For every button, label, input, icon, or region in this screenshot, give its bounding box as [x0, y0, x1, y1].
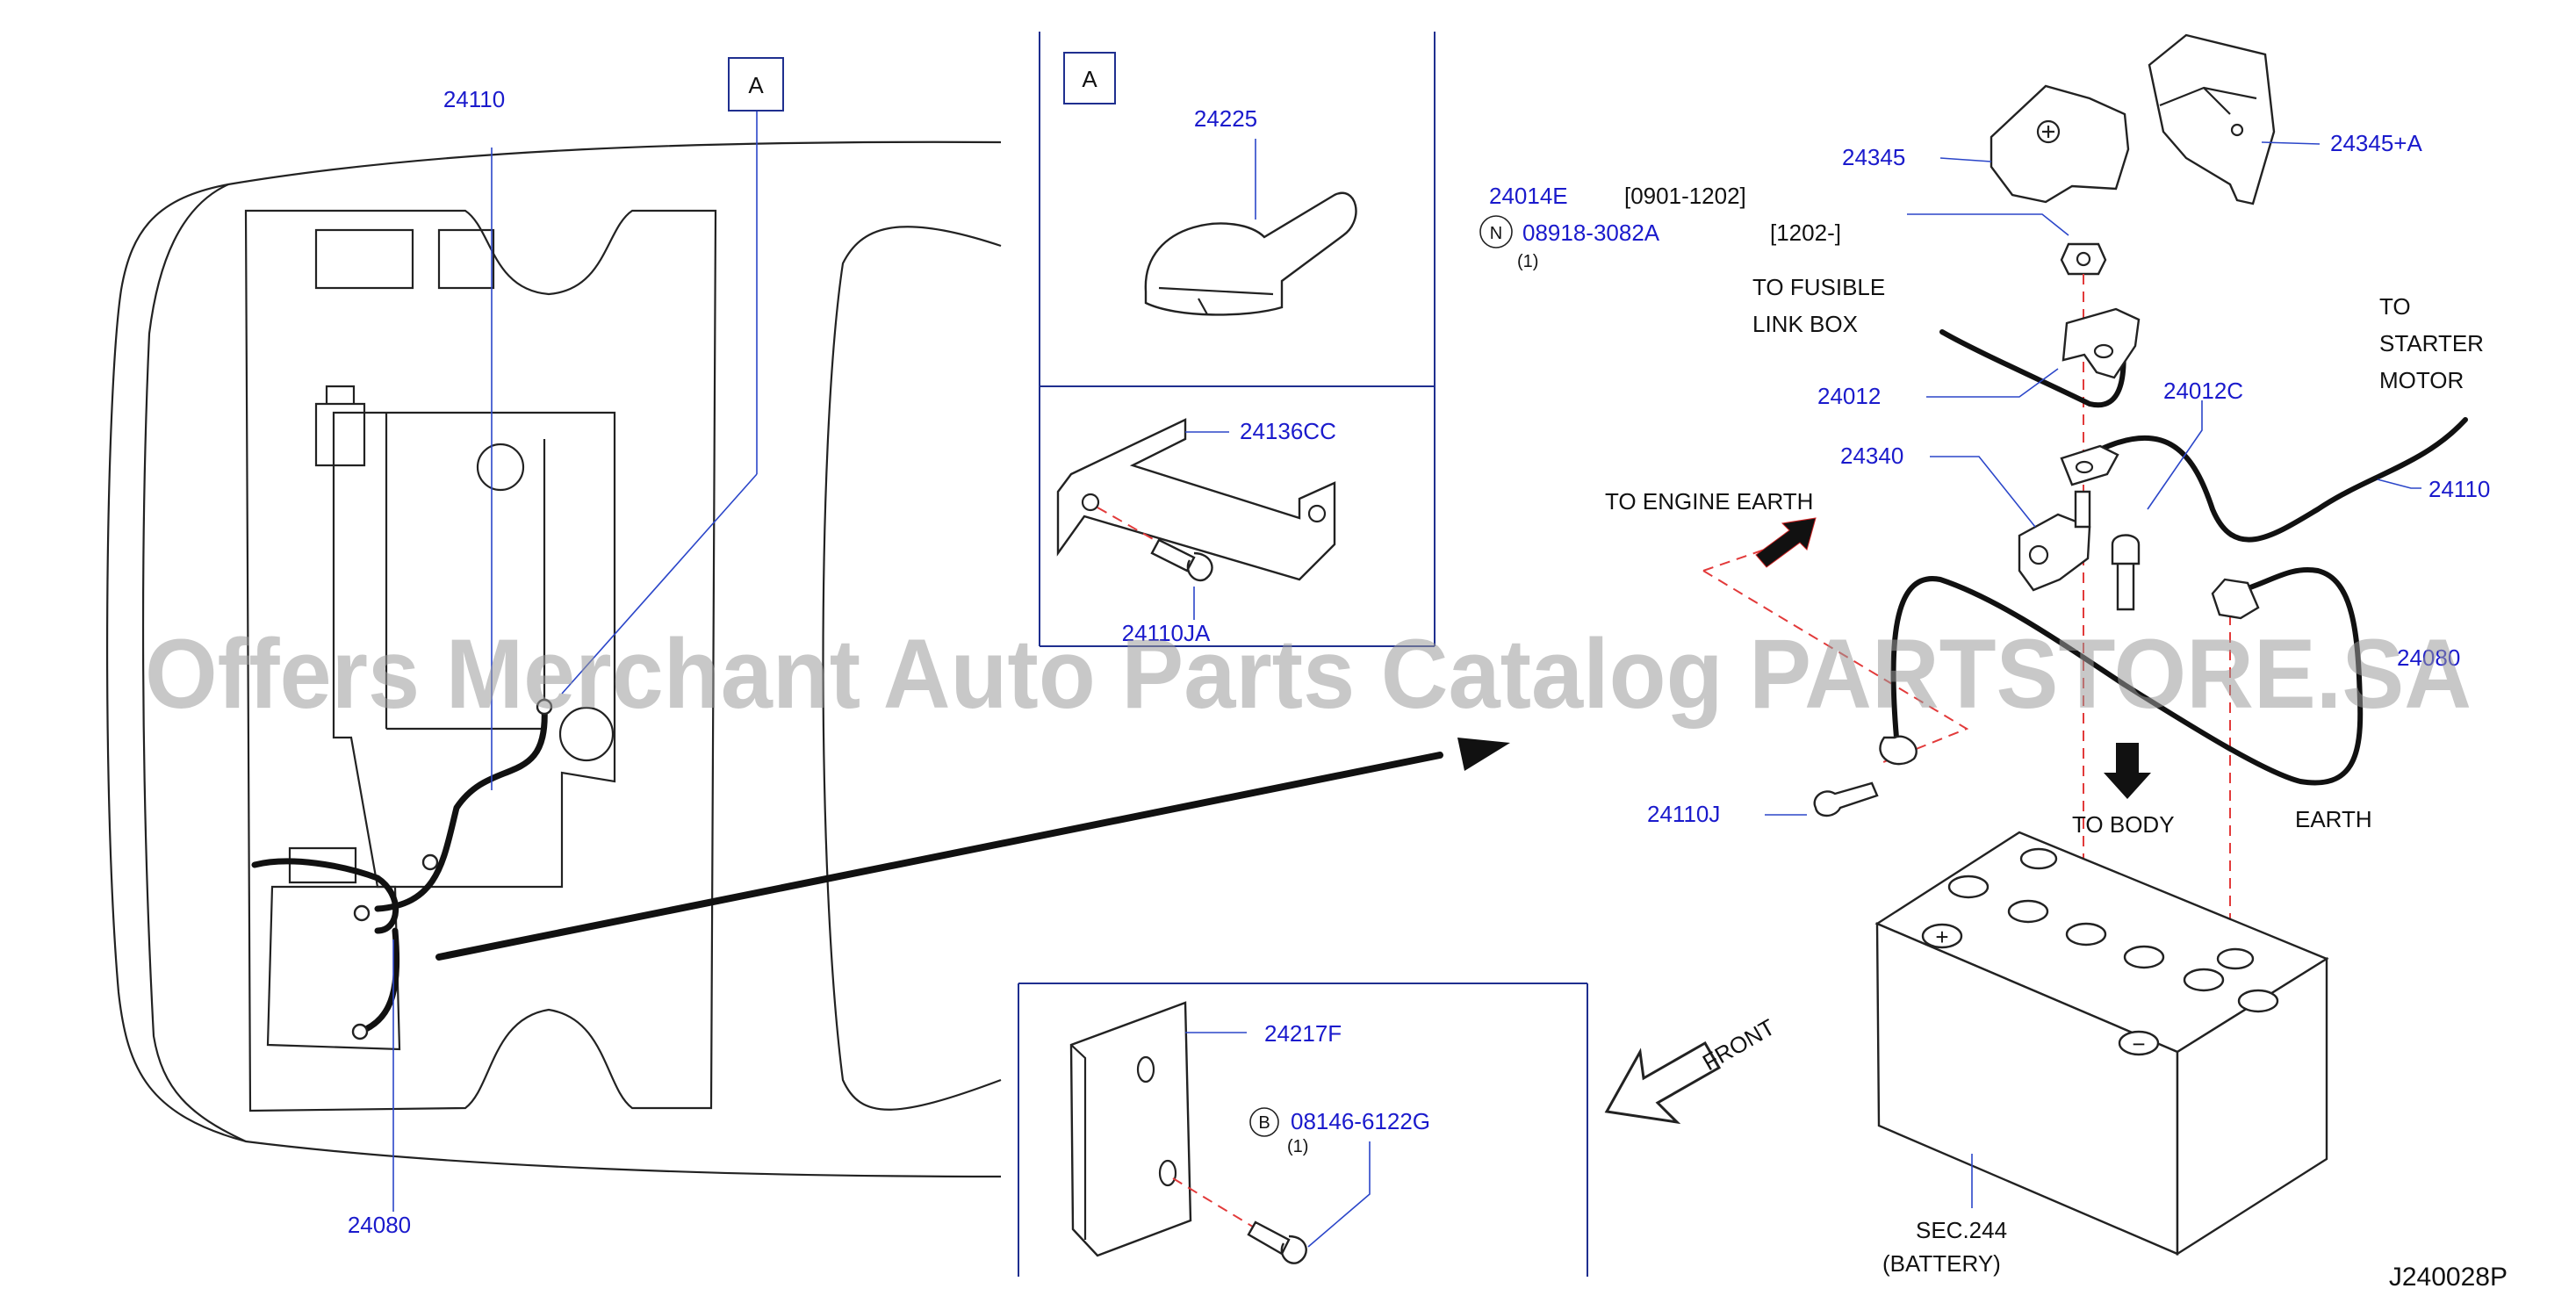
clamp-24340 [2018, 513, 2091, 592]
callout-24110ja[interactable]: 24110JA [1122, 620, 1211, 646]
callout-08146-6122g[interactable]: 08146-6122G [1291, 1108, 1430, 1134]
to-body-arrow-icon [2104, 743, 2151, 799]
engine-block [332, 411, 616, 889]
callout-24136cc[interactable]: 24136CC [1240, 418, 1336, 444]
callout-24012c[interactable]: 24012C [2163, 378, 2243, 404]
sec-244-label[interactable]: SEC.244 [1916, 1217, 2007, 1243]
bolt-24012c [2111, 534, 2141, 611]
engine-head [385, 413, 546, 731]
to-starter-line1: TO [2379, 293, 2411, 320]
view-a-marker-box [728, 57, 784, 112]
engine-cap [476, 443, 525, 492]
to-engine-earth: TO ENGINE EARTH [1605, 488, 1813, 515]
view-a-marker: A [748, 72, 764, 98]
cover-24345 [1990, 84, 2130, 204]
bolt-24110j [1813, 781, 1879, 817]
terminal-cap-24225 [1144, 191, 1357, 316]
callout-24345[interactable]: 24345 [1842, 144, 1905, 170]
cable-earth-loop [1890, 567, 2364, 786]
car-body-outline [105, 140, 1002, 1178]
callout-24012[interactable]: 24012 [1817, 383, 1881, 409]
battery-sec244[interactable]: + − [1874, 831, 2329, 1256]
battery-label: (BATTERY) [1882, 1250, 2001, 1277]
fuse-box-1 [314, 228, 414, 290]
detail-a-marker-box [1063, 52, 1116, 104]
range-08918: [1202-] [1770, 220, 1841, 246]
engine-filler [314, 385, 366, 467]
negative-mark [2118, 1030, 2160, 1056]
negative-symbol: − [2132, 1031, 2145, 1057]
marker-n-circle [1479, 215, 1513, 248]
diagram-code: J240028P [2389, 1263, 2508, 1292]
watermark-text: Offers Merchant Auto Parts Catalog PARTS… [145, 619, 2472, 729]
qty-08146: (1) [1287, 1137, 1308, 1156]
callout-24014e[interactable]: 24014E [1489, 183, 1568, 209]
cable-starter-motor [2087, 417, 2468, 543]
marker-n: N [1490, 224, 1502, 243]
terminal-4 [351, 1023, 369, 1040]
bracket-24136cc [1056, 418, 1336, 581]
cable-harness [251, 703, 548, 1035]
windshield-line [822, 226, 1002, 1111]
to-body-label: TO BODY [2072, 811, 2175, 838]
pointer-arrow-shaft [435, 752, 1443, 961]
to-fusible-line1: TO FUSIBLE [1752, 274, 1885, 300]
car-body-inner [141, 183, 247, 1142]
earth-label: EARTH [2295, 806, 2372, 832]
cover-24345a [2148, 33, 2276, 205]
positive-mark [1921, 923, 1963, 949]
bolt-24110ja [1150, 538, 1213, 582]
marker-b: B [1258, 1113, 1270, 1133]
nut-08918 [2060, 242, 2107, 276]
qty-08918: (1) [1517, 252, 1538, 271]
fusible-link-box [288, 846, 357, 884]
battery-cell-caps [1947, 847, 2279, 1013]
front-arrow-icon [1604, 1040, 1722, 1125]
bolt-08146-6122g [1247, 1220, 1307, 1264]
detail-a-marker: A [1082, 66, 1097, 92]
leader-a-2 [561, 473, 758, 695]
engine-earth-arrow-icon [1755, 517, 1817, 568]
callout-24110-right[interactable]: 24110 [2428, 476, 2490, 502]
terminal-24012c [2060, 444, 2119, 486]
battery-side [2176, 956, 2328, 1256]
to-starter-line2: STARTER [2379, 330, 2484, 356]
callout-24080[interactable]: 24080 [348, 1212, 411, 1238]
to-starter-line3: MOTOR [2379, 367, 2464, 393]
detail-view-a: A 24225 24136CC 24110JA [1039, 32, 1436, 647]
detail-view-b: 24217F B 08146-6122G (1) [1018, 983, 1588, 1277]
terminal-24012 [2062, 307, 2141, 379]
clamp-bolt [2074, 490, 2091, 529]
engine-pulley [558, 706, 615, 762]
battery-outline [266, 885, 401, 1051]
fuse-box-2 [437, 228, 495, 290]
cable-fusible-link [1939, 329, 2126, 408]
terminal-2 [421, 853, 439, 871]
to-fusible-line2: LINK BOX [1752, 311, 1858, 337]
vehicle-top-view: A 24110 24080 [105, 57, 1510, 1238]
negative-clamp [2211, 578, 2260, 620]
range-24014e: [0901-1202] [1624, 183, 1746, 209]
callout-24110-top[interactable]: 24110 [443, 86, 505, 112]
terminal-3 [353, 904, 371, 922]
callout-24110j[interactable]: 24110J [1647, 801, 1720, 827]
battery-exploded-view: 24345 24345+A 24014E [0901-1202] N 08918… [1479, 33, 2490, 1277]
eyelet-24110j [1879, 735, 1918, 766]
engine-bay-left [244, 209, 717, 1112]
terminal-1 [536, 698, 553, 716]
front-label: FRONT [1698, 1013, 1780, 1076]
front-indicator: FRONT [1604, 1013, 1780, 1125]
bracket-24217f [1069, 1001, 1192, 1257]
callout-24080-right[interactable]: 24080 [2397, 644, 2460, 671]
marker-b-circle [1249, 1107, 1279, 1137]
callout-24345a[interactable]: 24345+A [2330, 130, 2422, 156]
callout-24217f[interactable]: 24217F [1264, 1020, 1342, 1047]
positive-symbol: + [1935, 924, 1948, 950]
pointer-arrow-head [1457, 738, 1510, 771]
callout-24340[interactable]: 24340 [1840, 443, 1903, 469]
callout-24225[interactable]: 24225 [1194, 105, 1257, 132]
callout-08918-3082a[interactable]: 08918-3082A [1522, 220, 1660, 246]
